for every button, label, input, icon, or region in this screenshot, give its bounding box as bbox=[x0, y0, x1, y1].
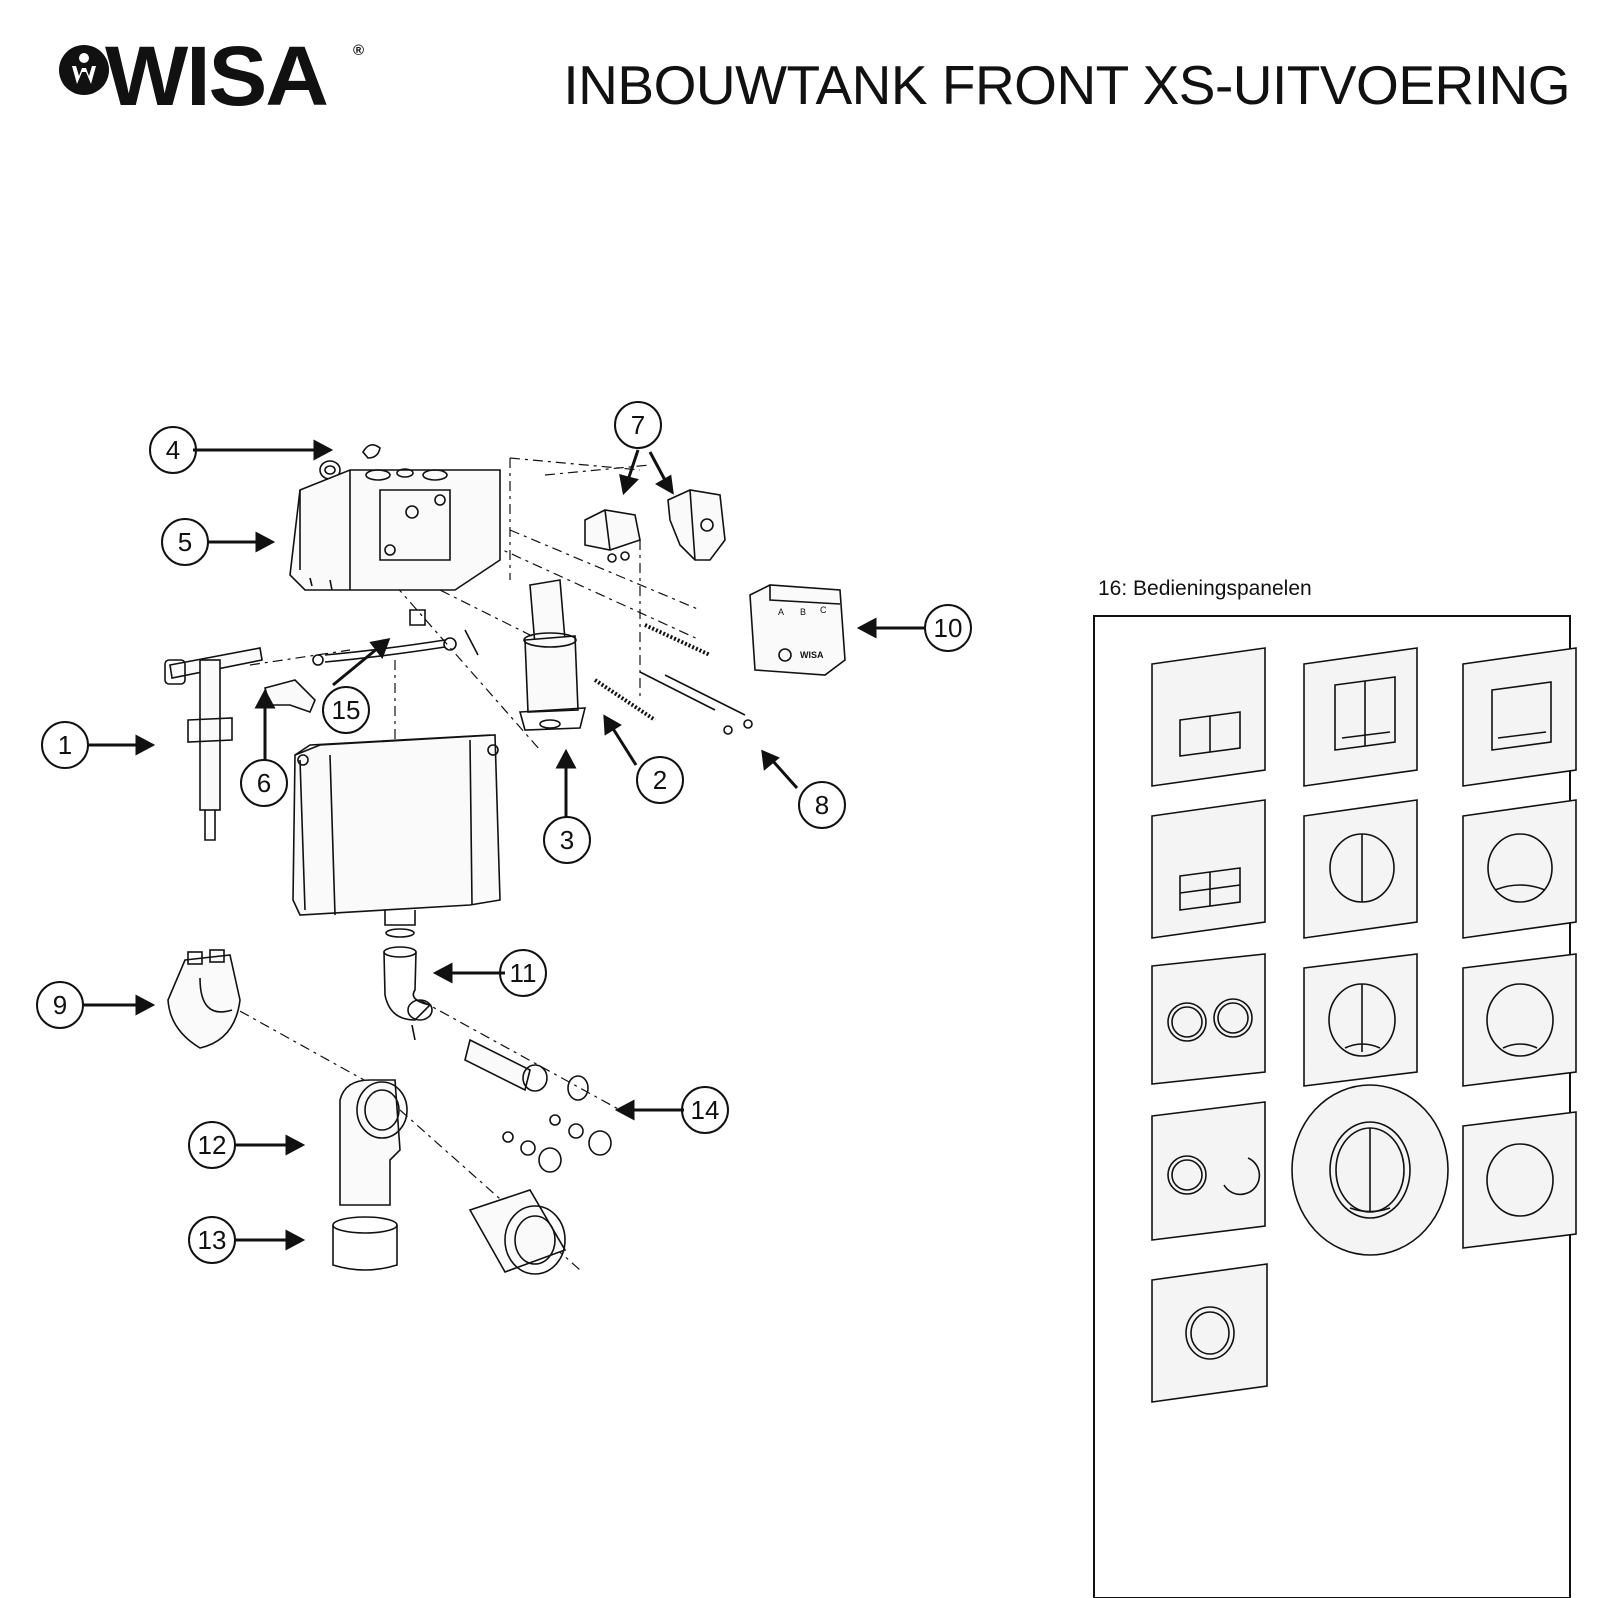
panel-2 bbox=[1303, 647, 1418, 787]
callout-arrows bbox=[83, 439, 925, 1251]
callout-3: 3 bbox=[560, 825, 574, 855]
callout-3-circle bbox=[543, 816, 591, 864]
panels-frame bbox=[1093, 615, 1571, 1598]
callout-14: 14 bbox=[691, 1095, 720, 1125]
callout-12-circle bbox=[188, 1121, 236, 1169]
callout-5-circle bbox=[161, 518, 209, 566]
callout-circles bbox=[36, 401, 972, 1264]
callout-11: 11 bbox=[510, 958, 537, 988]
part-11-bend bbox=[383, 946, 433, 1041]
panel-1 bbox=[1151, 647, 1266, 787]
panel-9 bbox=[1462, 953, 1577, 1087]
actuator-label-b: B bbox=[800, 607, 806, 617]
callout-14-circle bbox=[681, 1086, 729, 1134]
callout-9: 9 bbox=[53, 990, 67, 1020]
callout-9-circle bbox=[36, 981, 84, 1029]
part-12-drain-bend bbox=[339, 1079, 408, 1206]
panels-caption: 16: Bedieningspanelen bbox=[1098, 577, 1312, 600]
callout-15-circle bbox=[322, 686, 370, 734]
part-9-bracket bbox=[167, 949, 241, 1049]
panel-8 bbox=[1303, 953, 1418, 1087]
wisa-logo-icon bbox=[59, 45, 109, 95]
callout-6: 6 bbox=[257, 768, 271, 798]
panel-11 bbox=[1291, 1084, 1449, 1256]
cistern-tank bbox=[292, 734, 501, 938]
callout-15: 15 bbox=[332, 695, 361, 725]
registered-mark: ® bbox=[353, 42, 365, 59]
panel-12 bbox=[1462, 1111, 1577, 1249]
panel-4 bbox=[1151, 799, 1266, 939]
callout-13-circle bbox=[188, 1216, 236, 1264]
part-13-sleeve bbox=[332, 1216, 398, 1271]
part-8-cables bbox=[639, 671, 753, 735]
callout-6-circle bbox=[240, 759, 288, 807]
panel-10 bbox=[1151, 1101, 1266, 1241]
callout-4: 4 bbox=[166, 435, 180, 465]
page-title: INBOUWTANK FRONT XS-UITVOERING bbox=[563, 54, 1570, 116]
callout-2: 2 bbox=[653, 765, 667, 795]
actuator-label-a: A bbox=[778, 607, 784, 617]
part-14-connectors bbox=[464, 1038, 612, 1173]
panel-13 bbox=[1151, 1263, 1268, 1403]
callout-12: 12 bbox=[198, 1130, 227, 1160]
part-10-actuator-box: A B C WISA bbox=[749, 584, 846, 676]
callout-1: 1 bbox=[58, 730, 72, 760]
actuator-label-c: C bbox=[820, 605, 827, 615]
part-7-modules bbox=[584, 489, 726, 563]
callout-8-circle bbox=[798, 781, 846, 829]
callout-4-circle bbox=[149, 426, 197, 474]
part-2-rods bbox=[593, 623, 711, 722]
callout-numbers: 1 2 3 4 5 6 7 8 9 10 11 12 13 14 15 bbox=[53, 410, 963, 1255]
part-1-fill-valve bbox=[164, 647, 263, 841]
callout-2-circle bbox=[636, 756, 684, 804]
callout-8: 8 bbox=[815, 790, 829, 820]
panel-3 bbox=[1462, 647, 1577, 787]
panel-7 bbox=[1151, 953, 1266, 1085]
callout-5: 5 bbox=[178, 527, 192, 557]
outlet-sleeve bbox=[468, 1189, 567, 1275]
part-5-tank-lid bbox=[289, 468, 501, 591]
panel-6 bbox=[1462, 799, 1577, 939]
callout-7-circle bbox=[614, 401, 662, 449]
callout-10: 10 bbox=[934, 613, 963, 643]
panel-5 bbox=[1303, 799, 1418, 939]
brand-logo-text: WISA bbox=[105, 29, 329, 123]
callout-11-circle bbox=[499, 949, 547, 997]
part-3-flush-valve bbox=[518, 579, 587, 731]
actuator-brand: WISA bbox=[800, 650, 824, 660]
callout-10-circle bbox=[924, 604, 972, 652]
callout-7: 7 bbox=[631, 410, 645, 440]
callout-1-circle bbox=[41, 721, 89, 769]
callout-13: 13 bbox=[198, 1225, 227, 1255]
